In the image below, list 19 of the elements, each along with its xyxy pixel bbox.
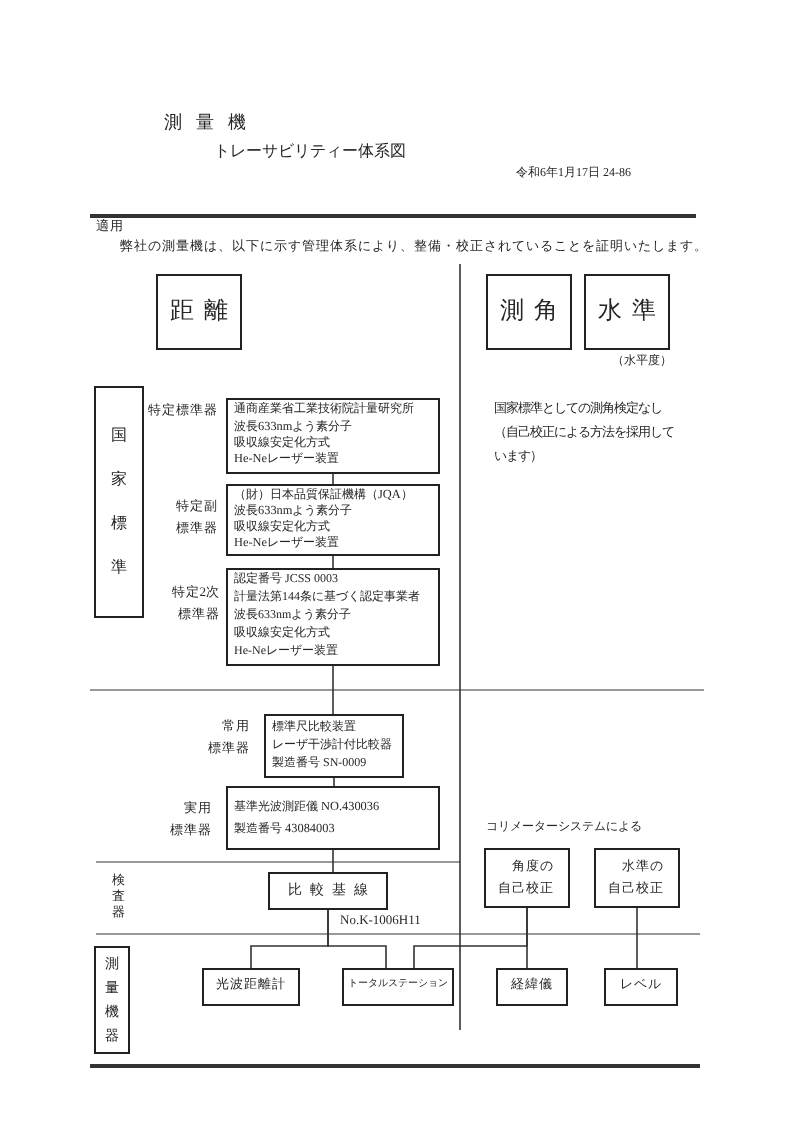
connector-line xyxy=(332,665,334,715)
heading: 測量機 xyxy=(164,112,260,136)
connector-line xyxy=(327,909,387,969)
standard-box xyxy=(264,714,404,778)
category-box: 水準 xyxy=(584,274,670,350)
standard-box xyxy=(226,484,440,556)
connector-line xyxy=(332,555,334,569)
category-box: 距離 xyxy=(156,274,242,350)
title: トレーサビリティー体系図 xyxy=(214,142,406,163)
standard-box xyxy=(226,568,440,666)
connector-line xyxy=(332,473,334,485)
vertical-label-box: 国家標準 xyxy=(94,386,144,618)
connector-line xyxy=(333,777,335,787)
category-box: 測角 xyxy=(486,274,572,350)
standard-box xyxy=(226,398,440,474)
connector-line xyxy=(332,849,334,873)
connector-line xyxy=(636,907,638,969)
standard-box xyxy=(226,786,440,850)
connector-line xyxy=(526,907,528,969)
